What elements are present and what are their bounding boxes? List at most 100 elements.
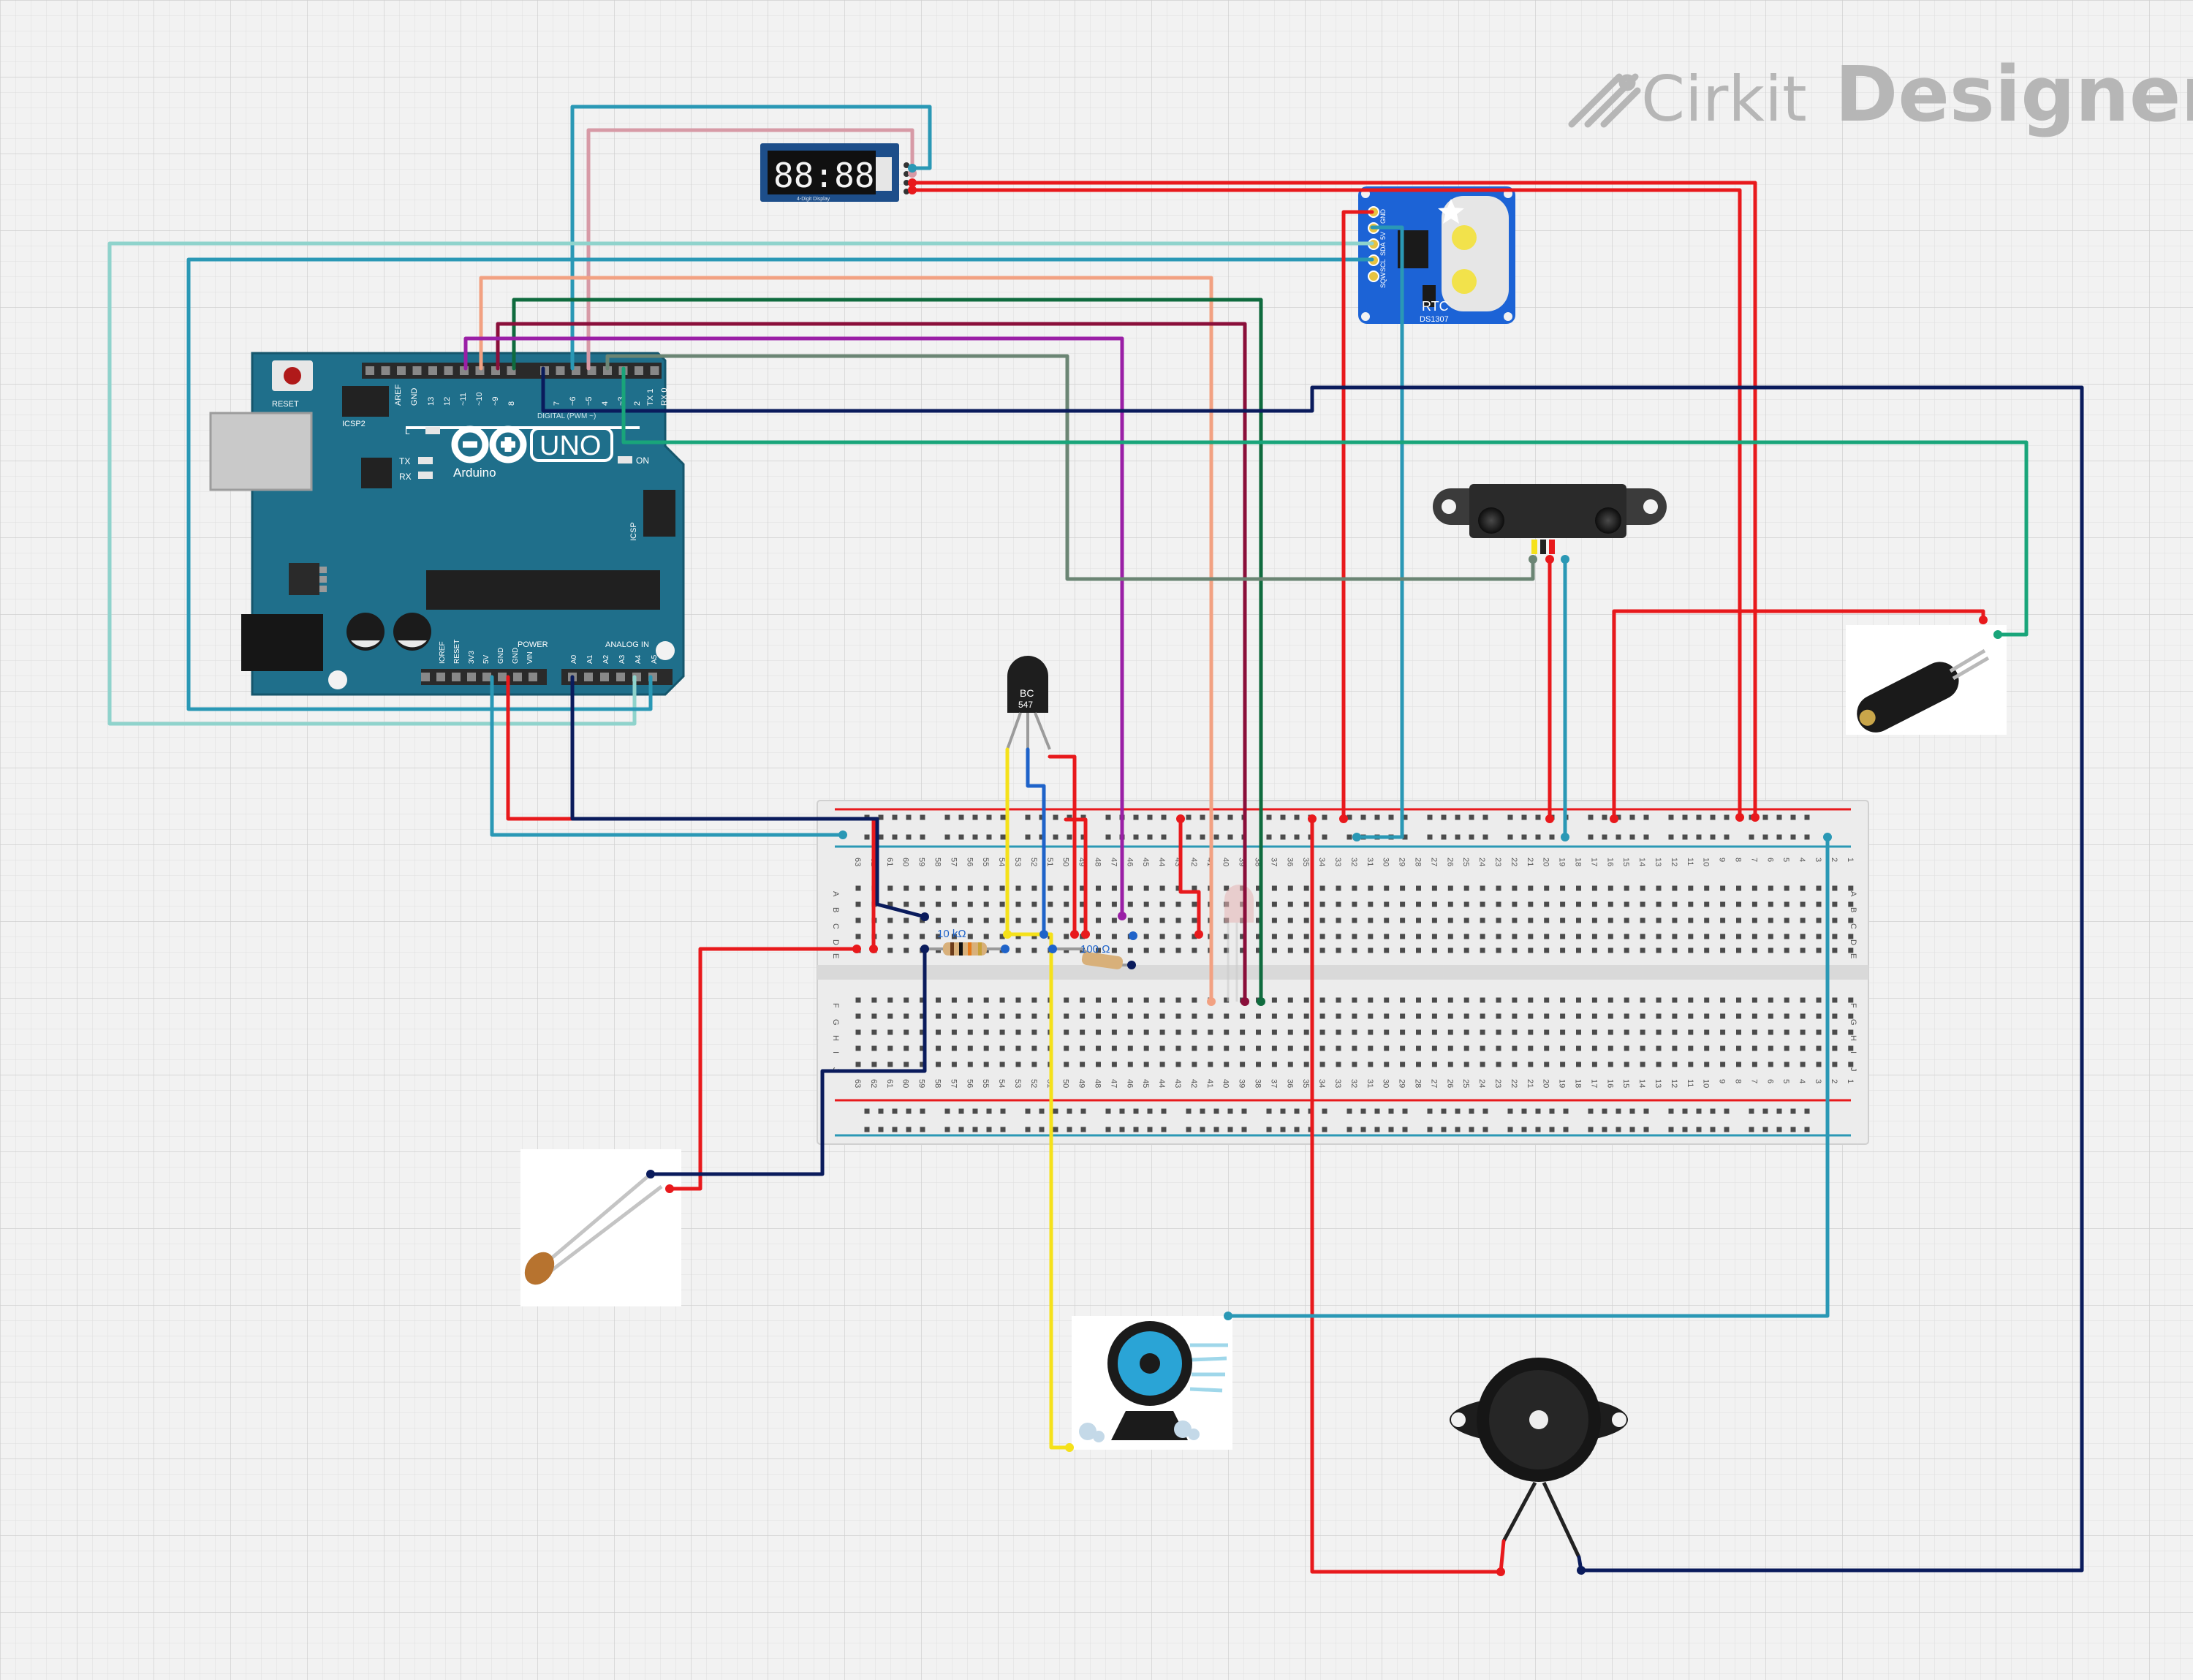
bc547-transistor[interactable]: BC 547 bbox=[1006, 656, 1051, 750]
wire-endpoint[interactable] bbox=[1308, 814, 1317, 823]
header-pin[interactable] bbox=[366, 366, 374, 375]
wire-endpoint[interactable] bbox=[1561, 555, 1569, 564]
wire-endpoint[interactable] bbox=[646, 1170, 655, 1178]
wire-endpoint[interactable] bbox=[1610, 814, 1618, 823]
wire[interactable] bbox=[1048, 754, 1077, 937]
wire[interactable] bbox=[186, 257, 1374, 711]
wire-endpoint[interactable] bbox=[1496, 1567, 1505, 1576]
wire-endpoint[interactable] bbox=[1176, 814, 1185, 823]
header-pin[interactable] bbox=[482, 673, 491, 681]
resistor-10k[interactable]: 10 kΩ bbox=[925, 928, 1005, 956]
usb-port[interactable] bbox=[209, 412, 313, 491]
wire[interactable] bbox=[1026, 747, 1046, 937]
header-pin[interactable] bbox=[498, 673, 507, 681]
header-pin[interactable] bbox=[556, 366, 565, 375]
header-pin[interactable] bbox=[412, 366, 422, 375]
wire[interactable] bbox=[1355, 225, 1404, 839]
tilt-sensor[interactable] bbox=[1846, 625, 2007, 739]
wire[interactable] bbox=[541, 366, 2084, 1573]
wire-endpoint[interactable] bbox=[1065, 1443, 1074, 1452]
wire-endpoint[interactable] bbox=[1993, 630, 2002, 639]
wire[interactable] bbox=[605, 354, 1535, 581]
header-pin[interactable] bbox=[513, 673, 522, 681]
resistor-100[interactable]: 100 Ω bbox=[1053, 943, 1132, 970]
header-pin[interactable] bbox=[650, 366, 659, 375]
wire-endpoint[interactable] bbox=[1561, 833, 1569, 841]
seven-segment-display[interactable]: 88:88 4-Digit Display bbox=[760, 143, 909, 202]
header-pin[interactable] bbox=[467, 673, 476, 681]
wire-endpoint[interactable] bbox=[1129, 931, 1137, 940]
header-pin[interactable] bbox=[428, 366, 437, 375]
wire-endpoint[interactable] bbox=[1545, 555, 1554, 564]
wire[interactable] bbox=[1310, 817, 1506, 1574]
wire-endpoint[interactable] bbox=[1127, 961, 1136, 969]
wire[interactable] bbox=[479, 276, 1213, 1004]
wire[interactable] bbox=[490, 675, 845, 837]
header-pin[interactable] bbox=[529, 673, 537, 681]
header-pin[interactable] bbox=[436, 673, 445, 681]
wire-endpoint[interactable] bbox=[1529, 555, 1537, 564]
wire-endpoint[interactable] bbox=[1735, 813, 1744, 822]
wire-endpoint[interactable] bbox=[838, 830, 847, 839]
wire-endpoint[interactable] bbox=[1039, 930, 1048, 939]
wire[interactable] bbox=[1341, 210, 1374, 821]
header-pin[interactable] bbox=[444, 366, 453, 375]
wire[interactable] bbox=[667, 947, 859, 1191]
header-pin[interactable] bbox=[421, 673, 430, 681]
wire-endpoint[interactable] bbox=[1224, 1312, 1232, 1320]
header-pin[interactable] bbox=[397, 366, 406, 375]
wire[interactable] bbox=[648, 947, 927, 1176]
thermistor[interactable] bbox=[518, 1149, 681, 1306]
wire[interactable] bbox=[463, 336, 1124, 918]
wire[interactable] bbox=[570, 675, 927, 919]
wire-endpoint[interactable] bbox=[1194, 930, 1203, 939]
wire-endpoint[interactable] bbox=[908, 186, 917, 194]
wire-endpoint[interactable] bbox=[1979, 616, 1988, 624]
wire-endpoint[interactable] bbox=[1545, 814, 1554, 823]
wire[interactable] bbox=[570, 105, 932, 371]
wire[interactable] bbox=[512, 298, 1263, 1004]
header-pin[interactable] bbox=[381, 366, 390, 375]
wire[interactable] bbox=[910, 181, 1757, 820]
wire[interactable] bbox=[621, 366, 2029, 637]
breadboard[interactable]: 6363626261616060595958585757565655555454… bbox=[817, 800, 1869, 1145]
wire-endpoint[interactable] bbox=[1118, 912, 1126, 920]
wire-endpoint[interactable] bbox=[1339, 814, 1348, 823]
piezo-buzzer[interactable] bbox=[1450, 1358, 1628, 1559]
wire-endpoint[interactable] bbox=[1241, 997, 1249, 1006]
wire-endpoint[interactable] bbox=[920, 945, 929, 953]
wire-endpoint[interactable] bbox=[1081, 930, 1090, 939]
wire-endpoint[interactable] bbox=[869, 945, 878, 953]
wire[interactable] bbox=[496, 322, 1247, 1004]
wire-endpoint[interactable] bbox=[1823, 833, 1832, 841]
wire-endpoint[interactable] bbox=[908, 164, 917, 173]
header-pin[interactable] bbox=[452, 673, 461, 681]
header-pin[interactable] bbox=[584, 673, 593, 681]
rtc-pin[interactable] bbox=[1368, 270, 1379, 282]
dc-jack[interactable] bbox=[241, 614, 323, 671]
wire-endpoint[interactable] bbox=[1001, 945, 1010, 953]
wire-endpoint[interactable] bbox=[1577, 1566, 1586, 1575]
header-pin[interactable] bbox=[603, 366, 612, 375]
header-pin[interactable] bbox=[600, 673, 609, 681]
ir-distance-sensor[interactable] bbox=[1433, 484, 1667, 554]
wire-endpoint[interactable] bbox=[908, 178, 917, 187]
wire-endpoint[interactable] bbox=[1352, 833, 1361, 841]
wire-endpoint[interactable] bbox=[852, 945, 861, 953]
wire-endpoint[interactable] bbox=[920, 912, 929, 921]
header-pin[interactable] bbox=[616, 673, 625, 681]
wire-endpoint[interactable] bbox=[1257, 997, 1265, 1006]
wire-endpoint[interactable] bbox=[1751, 813, 1760, 822]
wire-endpoint[interactable] bbox=[1070, 930, 1079, 939]
wire[interactable] bbox=[1064, 817, 1088, 937]
wire[interactable] bbox=[1226, 835, 1830, 1318]
header-pin[interactable] bbox=[635, 366, 643, 375]
wire[interactable] bbox=[1178, 817, 1201, 937]
wire-endpoint[interactable] bbox=[1003, 930, 1012, 939]
wire-endpoint[interactable] bbox=[1207, 997, 1216, 1006]
wire[interactable] bbox=[586, 128, 914, 371]
wire-endpoint[interactable] bbox=[665, 1184, 674, 1193]
wire[interactable] bbox=[1005, 747, 1072, 1450]
